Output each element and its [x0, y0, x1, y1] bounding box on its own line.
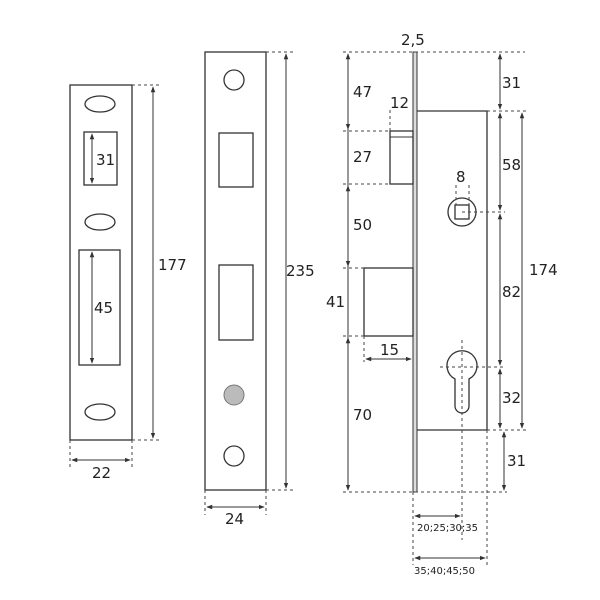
- dim-faceplate-width: 24: [225, 510, 244, 528]
- screw-hole: [84, 403, 116, 421]
- dim-strike-width: 22: [92, 464, 111, 482]
- dim-strike-height: 177: [158, 256, 187, 274]
- dim-27: 27: [353, 148, 372, 166]
- dim-bolt-projection: 15: [380, 341, 399, 359]
- dim-47: 47: [353, 83, 372, 101]
- dim-spindle: 8: [456, 168, 466, 186]
- dim-backset: 20;25;30;35: [417, 523, 478, 534]
- latch-opening: [218, 132, 254, 188]
- latch: [389, 130, 414, 185]
- bolt-slot: [78, 249, 121, 366]
- dim-latch-projection: 12: [390, 94, 409, 112]
- lock-body: 2,5 47 27 50 41 70 12 15 8 31 58 82 32 1…: [326, 31, 558, 577]
- dim-32: 32: [502, 389, 521, 407]
- screw-hole: [84, 213, 116, 231]
- bolt-opening: [218, 264, 254, 341]
- dim-slot-top: 31: [96, 151, 115, 169]
- strike-plate: 31 45 177 22: [69, 84, 187, 482]
- dim-82: 82: [502, 283, 521, 301]
- dim-total-depth: 35;40;45;50: [414, 566, 475, 577]
- deadbolt: [363, 267, 414, 337]
- dim-50: 50: [353, 216, 372, 234]
- dim-body-height: 174: [529, 261, 558, 279]
- dim-31-top: 31: [502, 74, 521, 92]
- knob: [223, 384, 245, 406]
- dim-58: 58: [502, 156, 521, 174]
- screw-hole: [84, 95, 116, 113]
- faceplate: 235 24: [204, 51, 315, 528]
- dim-faceplate-thickness: 2,5: [401, 31, 425, 49]
- dim-slot-bottom: 45: [94, 299, 113, 317]
- dim-31-bottom: 31: [507, 452, 526, 470]
- dim-41: 41: [326, 293, 345, 311]
- screw-hole: [223, 69, 245, 91]
- screw-hole: [223, 445, 245, 467]
- latch-slot: [83, 131, 118, 186]
- dim-70: 70: [353, 406, 372, 424]
- dim-faceplate-height: 235: [286, 262, 315, 280]
